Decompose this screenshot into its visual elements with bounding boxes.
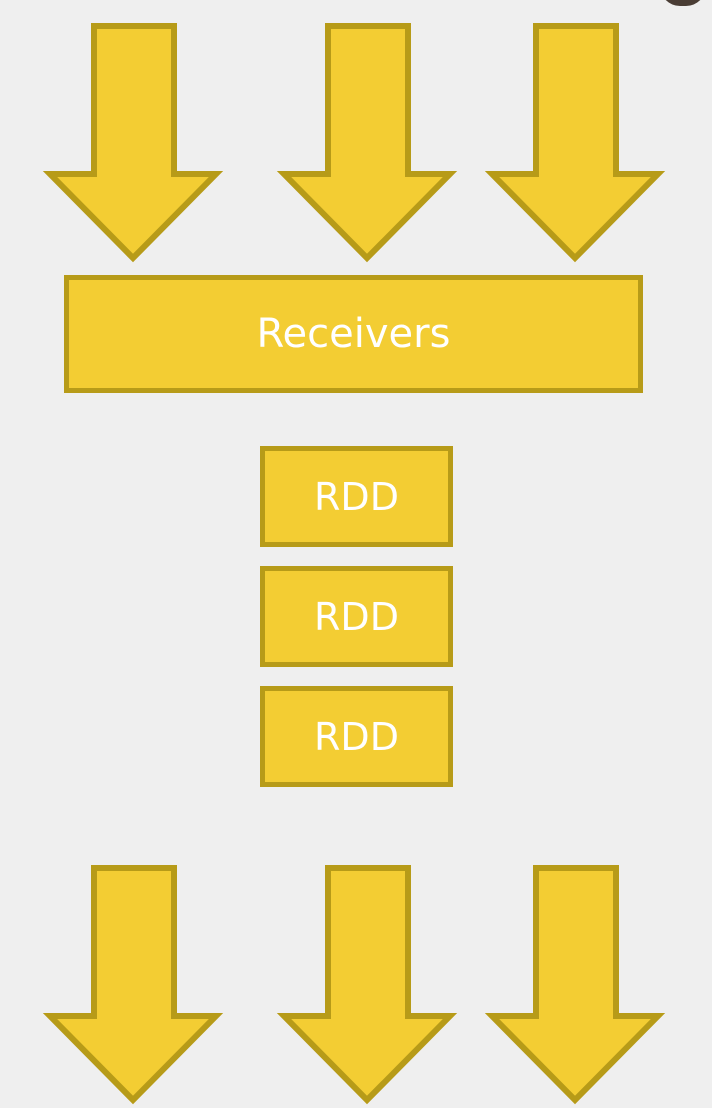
rdd-block-1: RDD (260, 446, 453, 547)
rdd-block-2: RDD (260, 566, 453, 667)
output-arrow-2 (276, 864, 458, 1105)
corner-avatar-fragment (660, 0, 706, 6)
receivers-block: Receivers (64, 275, 643, 393)
rdd-label-1: RDD (314, 474, 399, 519)
input-arrow-3 (484, 22, 666, 263)
input-arrow-2 (276, 22, 458, 263)
rdd-label-2: RDD (314, 594, 399, 639)
rdd-block-3: RDD (260, 686, 453, 787)
receivers-label: Receivers (256, 311, 451, 357)
rdd-label-3: RDD (314, 714, 399, 759)
input-arrow-1 (42, 22, 224, 263)
output-arrow-1 (42, 864, 224, 1105)
output-arrow-3 (484, 864, 666, 1105)
